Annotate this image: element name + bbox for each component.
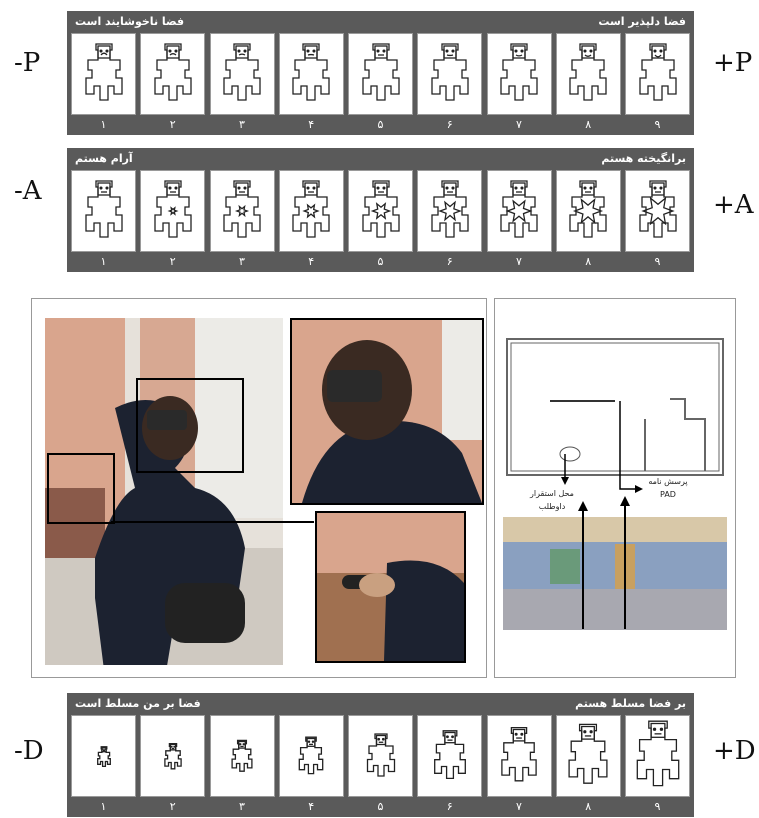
scale-number[interactable]: ۸ xyxy=(585,118,592,131)
plus-a-label: +A xyxy=(713,190,754,220)
sam-figure-cell[interactable] xyxy=(625,715,690,797)
pleasure-left-text: فضا ناخوشایند است xyxy=(75,15,185,28)
sam-figure-cell[interactable] xyxy=(625,170,690,252)
scale-number[interactable]: ۱ xyxy=(100,118,107,131)
sam-figure-cell[interactable] xyxy=(140,715,206,797)
scale-number[interactable]: ۹ xyxy=(654,800,661,813)
plus-p-label: +P xyxy=(713,48,753,78)
scale-number[interactable]: ۴ xyxy=(308,255,315,268)
dominance-cells xyxy=(67,715,694,797)
volunteer-location-label: محل استقرار داوطلب xyxy=(530,489,574,511)
scale-number[interactable]: ۹ xyxy=(654,255,661,268)
scale-number[interactable]: ۵ xyxy=(377,800,384,813)
connector-line xyxy=(111,521,314,523)
sam-figure-cell[interactable] xyxy=(209,33,275,115)
sam-figure-cell[interactable] xyxy=(348,33,413,115)
sam-figure-cell[interactable] xyxy=(555,33,621,115)
arousal-left-text: آرام هستم xyxy=(75,152,133,165)
sam-figure-cell[interactable] xyxy=(348,170,413,252)
sam-figure-cell[interactable] xyxy=(71,33,136,115)
sam-figure-cell[interactable] xyxy=(278,715,344,797)
scale-number[interactable]: ۶ xyxy=(446,255,453,268)
arousal-numbers: ۱ ۲ ۳ ۴ ۵ ۶ ۷ ۸ ۹ xyxy=(67,252,694,272)
sam-figure-cell[interactable] xyxy=(625,33,690,115)
sam-figure-cell[interactable] xyxy=(486,33,552,115)
sam-figure-cell[interactable] xyxy=(278,170,344,252)
participant-photo xyxy=(45,318,283,665)
pleasure-right-text: فضا دلپذیر است xyxy=(598,15,686,28)
sam-figure-cell[interactable] xyxy=(71,170,136,252)
head-zoom-photo xyxy=(290,318,484,505)
scale-number[interactable]: ۲ xyxy=(169,255,176,268)
arousal-cells xyxy=(67,170,694,252)
scale-number[interactable]: ۶ xyxy=(446,118,453,131)
dominance-numbers: ۱ ۲ ۳ ۴ ۵ ۶ ۷ ۸ ۹ xyxy=(67,797,694,817)
head-highlight-box xyxy=(136,378,244,473)
scale-number[interactable]: ۷ xyxy=(516,118,522,131)
scale-number[interactable]: ۸ xyxy=(585,800,592,813)
sam-figure-cell[interactable] xyxy=(140,33,206,115)
sam-figure-cell[interactable] xyxy=(278,33,344,115)
scale-number[interactable]: ۶ xyxy=(446,800,453,813)
hand-zoom-photo xyxy=(315,511,466,663)
scale-number[interactable]: ۵ xyxy=(377,255,384,268)
scale-number[interactable]: ۱ xyxy=(100,255,107,268)
sam-figure-cell[interactable] xyxy=(417,715,483,797)
scale-number[interactable]: ۷ xyxy=(516,255,522,268)
scale-number[interactable]: ۵ xyxy=(377,118,384,131)
sam-figure-cell[interactable] xyxy=(486,170,552,252)
dominance-right-text: بر فضا مسلط هستم xyxy=(575,697,686,710)
scale-number[interactable]: ۲ xyxy=(169,118,176,131)
participant-photo-panel xyxy=(31,298,487,678)
arousal-right-text: برانگیخته هستم xyxy=(601,152,686,165)
pad-questionnaire-label: پرسش نامه PAD xyxy=(648,477,688,499)
sam-figure-cell[interactable] xyxy=(417,170,483,252)
scale-number[interactable]: ۳ xyxy=(239,118,245,131)
sam-figure-cell[interactable] xyxy=(348,715,413,797)
scale-number[interactable]: ۳ xyxy=(239,800,245,813)
scale-number[interactable]: ۴ xyxy=(308,118,315,131)
scale-number[interactable]: ۹ xyxy=(654,118,661,131)
sam-figure-cell[interactable] xyxy=(555,170,621,252)
pleasure-cells xyxy=(67,33,694,115)
scale-number[interactable]: ۷ xyxy=(516,800,522,813)
scale-number[interactable]: ۲ xyxy=(169,800,176,813)
scale-number[interactable]: ۳ xyxy=(239,255,245,268)
minus-p-label: -P xyxy=(14,48,41,78)
minus-d-label: -D xyxy=(14,736,44,766)
pleasure-numbers: ۱ ۲ ۳ ۴ ۵ ۶ ۷ ۸ ۹ xyxy=(67,115,694,135)
arousal-scale: آرام هستم برانگیخته هستم ۱ ۲ ۳ ۴ ۵ ۶ ۷ ۸… xyxy=(67,148,694,272)
sam-figure-cell[interactable] xyxy=(486,715,552,797)
sam-figure-cell[interactable] xyxy=(417,33,483,115)
scale-number[interactable]: ۱ xyxy=(100,800,107,813)
dominance-left-text: فضا بر من مسلط است xyxy=(75,697,201,710)
minus-a-label: -A xyxy=(14,176,42,206)
dominance-scale: فضا بر من مسلط است بر فضا مسلط هستم ۱ ۲ … xyxy=(67,693,694,817)
sam-figure-cell[interactable] xyxy=(209,170,275,252)
sam-figure-cell[interactable] xyxy=(209,715,275,797)
plus-d-label: +D xyxy=(713,736,756,766)
pleasure-scale: فضا ناخوشایند است فضا دلپذیر است ۱ ۲ ۳ ۴… xyxy=(67,11,694,135)
scale-number[interactable]: ۸ xyxy=(585,255,592,268)
scale-number[interactable]: ۴ xyxy=(308,800,315,813)
sam-figure-cell[interactable] xyxy=(140,170,206,252)
hand-highlight-box xyxy=(47,453,115,524)
sam-figure-cell[interactable] xyxy=(555,715,621,797)
floor-plan-panel: محل استقرار داوطلب پرسش نامه PAD xyxy=(494,298,736,678)
sam-figure-cell[interactable] xyxy=(71,715,136,797)
